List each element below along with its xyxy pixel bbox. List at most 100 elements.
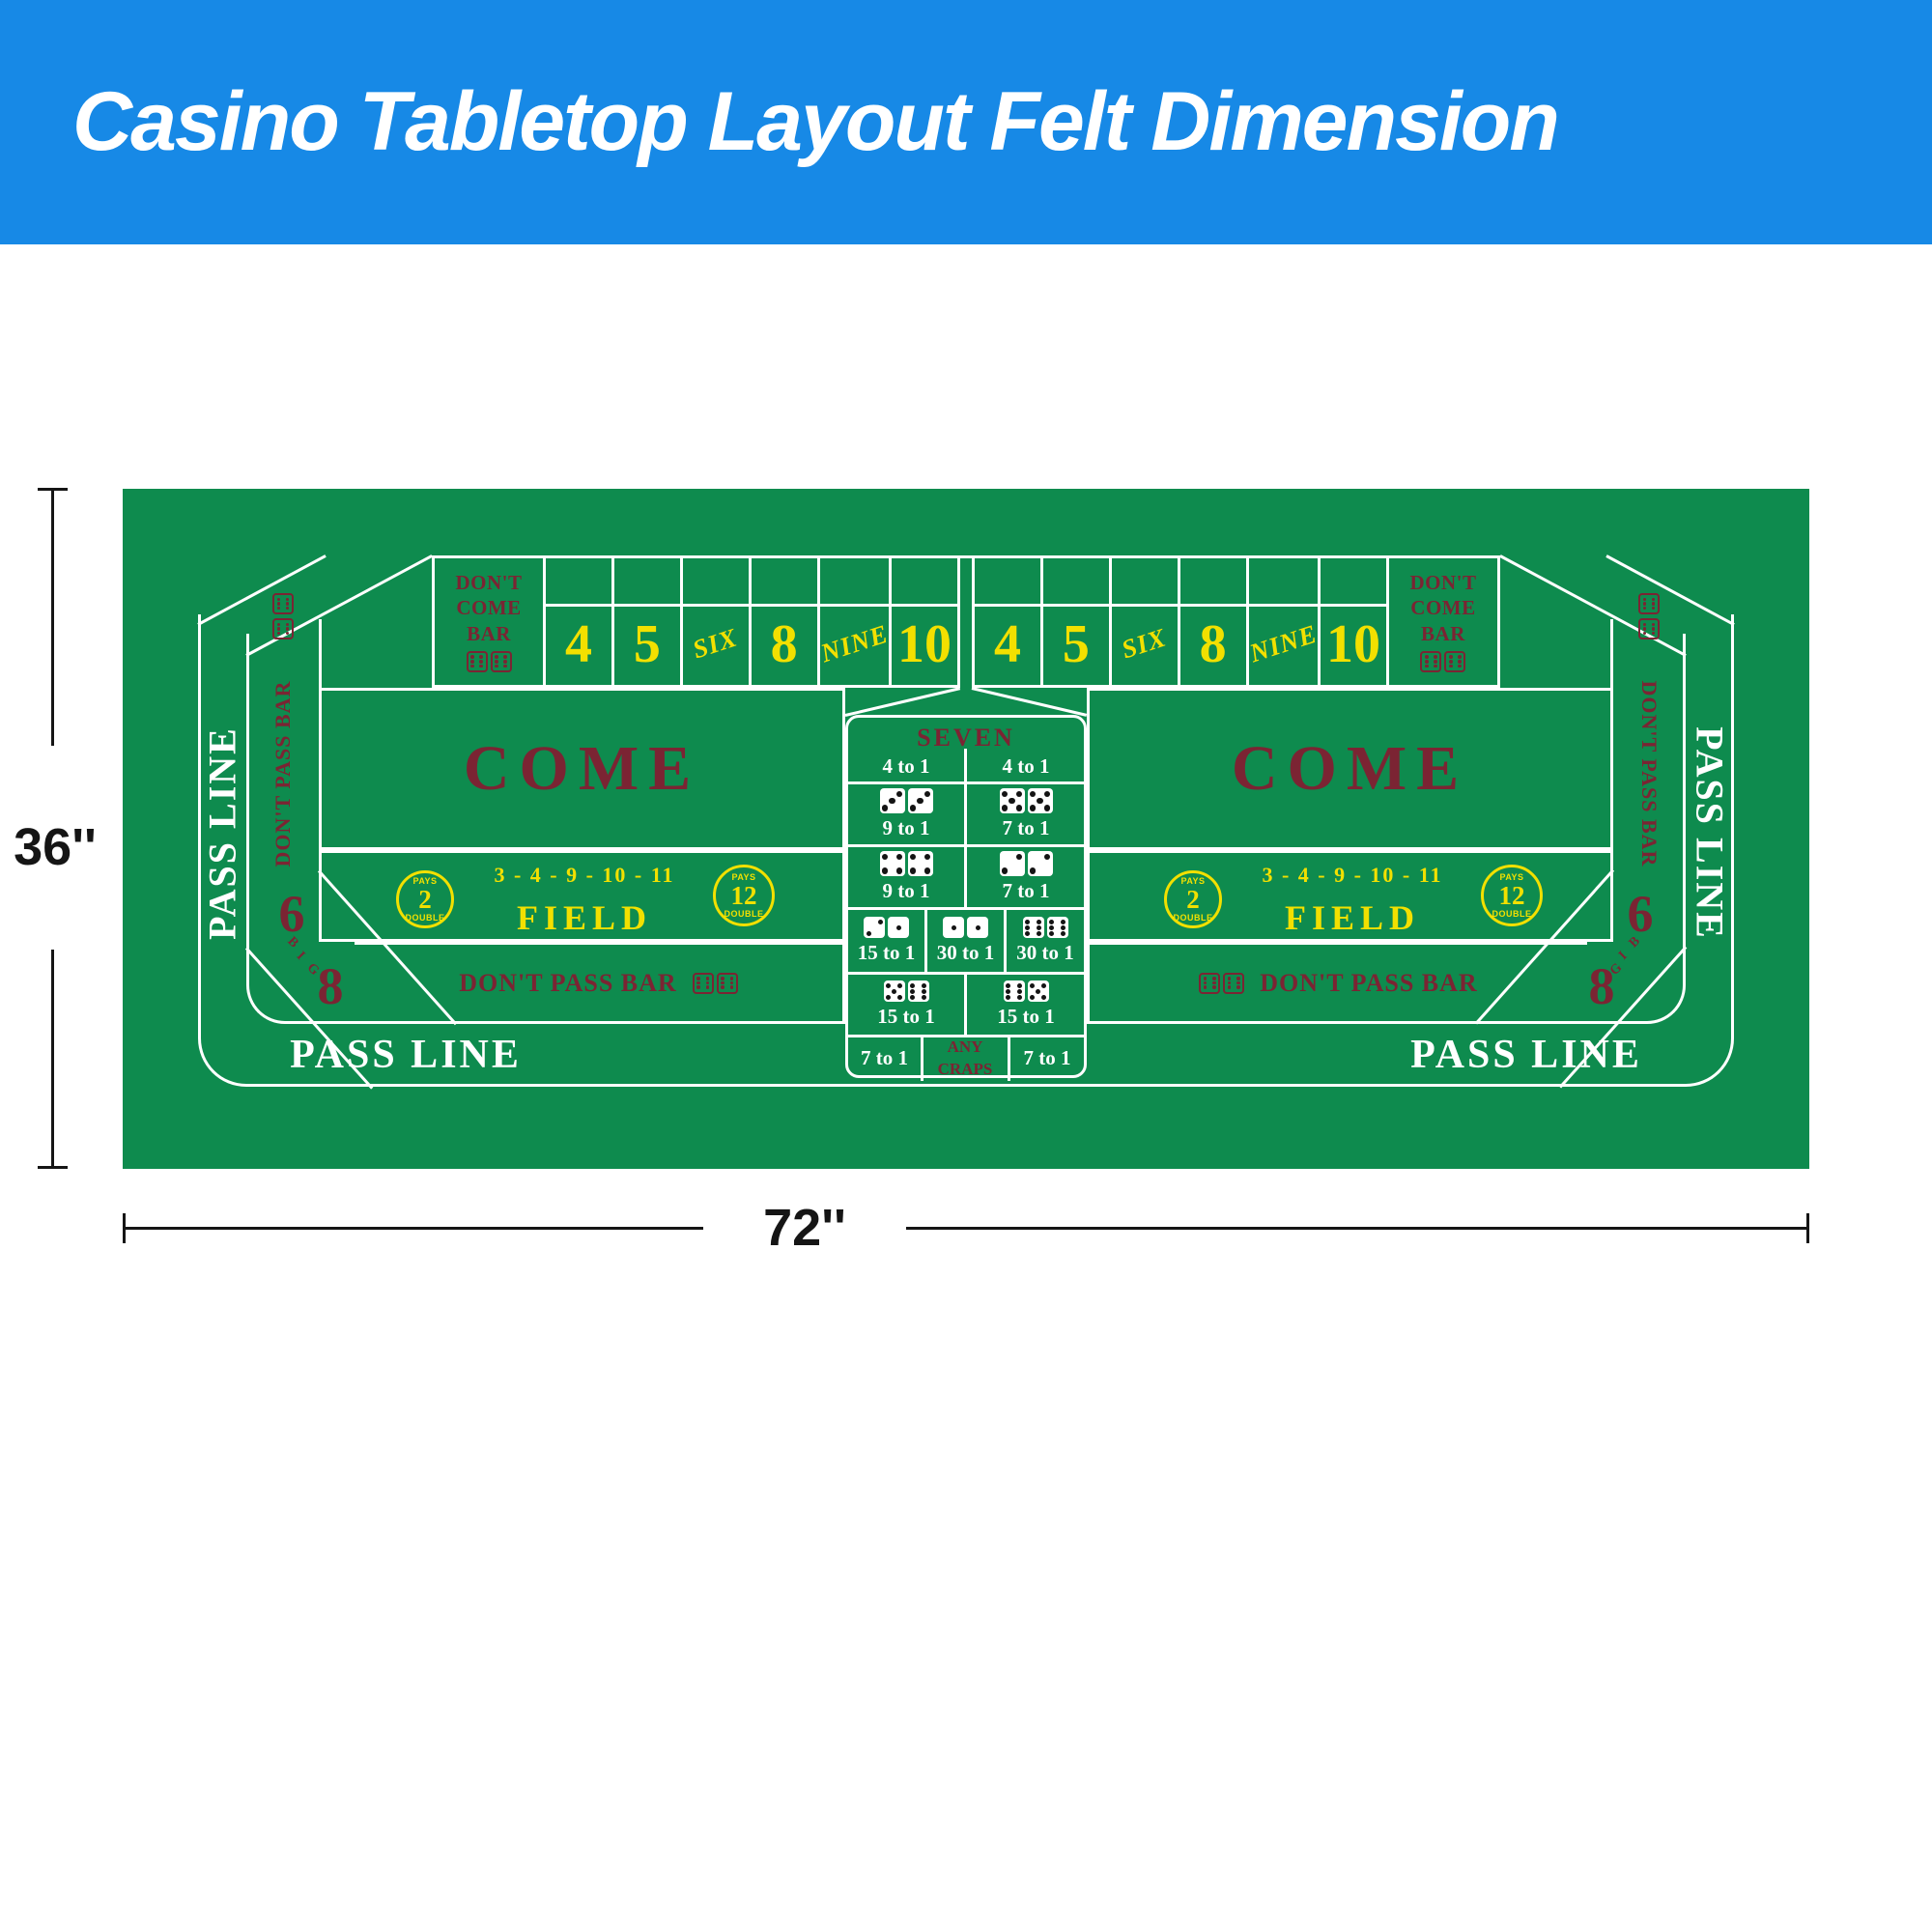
- felt-line: [964, 749, 967, 781]
- dimension-tick: [1806, 1213, 1809, 1243]
- odds-label: 4 to 1: [1002, 753, 1050, 778]
- die-icon: [888, 917, 909, 938]
- die-icon: [943, 917, 964, 938]
- dont-come-line2: COME: [1410, 596, 1476, 620]
- come-box-right: COME: [1087, 688, 1613, 850]
- die-icon: [907, 980, 929, 1002]
- pays-2-circle: PAYS 2 DOUBLE: [396, 870, 454, 928]
- pays-12-circle: PAYS 12 DOUBLE: [1481, 865, 1543, 926]
- page-title: Casino Tabletop Layout Felt Dimension: [72, 75, 1560, 168]
- odds-label: 15 to 1: [877, 1005, 935, 1028]
- felt-line: [848, 907, 1084, 910]
- dice-pair: [1022, 917, 1068, 938]
- felt-diagonal: [1605, 554, 1735, 626]
- pays-2-number: 2: [418, 884, 432, 914]
- pass-line-bottom-right-label: PASS LINE: [1410, 1033, 1642, 1077]
- number-label: 5: [633, 613, 661, 674]
- width-dimension-label: 72'': [763, 1199, 846, 1257]
- die-icon: [1444, 650, 1466, 672]
- dice-pair: [879, 788, 933, 813]
- seven-odds-cell: 4 to 1: [848, 751, 964, 781]
- pays-label: PAYS: [1499, 871, 1524, 882]
- pays-label: PAYS: [1180, 875, 1206, 886]
- dont-come-line2: COME: [456, 596, 522, 620]
- dont-come-line1: DON'T: [1409, 571, 1477, 595]
- felt-line: [1731, 614, 1734, 1035]
- die-icon: [879, 788, 905, 813]
- pays-12-number: 12: [730, 880, 757, 910]
- die-icon: [466, 650, 488, 672]
- felt-corner: [1647, 985, 1686, 1024]
- pass-line-bottom-left-label: PASS LINE: [290, 1033, 522, 1077]
- die-icon: [1027, 980, 1049, 1002]
- odds-label: 30 to 1: [936, 941, 995, 964]
- number-label: 5: [1062, 613, 1090, 674]
- felt-line: [1004, 907, 1007, 972]
- double-label: DOUBLE: [1173, 912, 1213, 923]
- number-cell-six: SIX: [683, 558, 752, 685]
- die-icon: [272, 593, 294, 614]
- felt-line: [319, 619, 322, 688]
- number-label: 4: [564, 613, 592, 674]
- double-label: DOUBLE: [405, 912, 445, 923]
- felt-line: [964, 972, 967, 1035]
- prop-bets-area: SEVEN 4 to 1 4 to 1 9 to 1: [845, 715, 1087, 1081]
- field-numbers: 3 - 4 - 9 - 10 - 11: [494, 863, 675, 887]
- die-icon: [1638, 593, 1660, 614]
- craps-cell: 15 to 1: [848, 910, 924, 972]
- eleven-cell: 15 to 1: [848, 975, 964, 1035]
- number-cell-six: SIX: [1112, 558, 1180, 685]
- pass-line-right-label: PASS LINE: [1688, 726, 1732, 940]
- craps-cell: 30 to 1: [1007, 910, 1084, 972]
- felt-corner: [198, 1035, 246, 1087]
- dont-come-line3: BAR: [1421, 621, 1465, 645]
- pays-12-circle: PAYS 12 DOUBLE: [713, 865, 775, 926]
- dont-come-bar-box: DON'T COME BAR: [435, 558, 546, 685]
- dimension-tick: [38, 488, 68, 491]
- die-icon: [1027, 788, 1053, 813]
- dice-pair: [999, 788, 1053, 813]
- hardway-cell: 7 to 1: [968, 784, 1084, 844]
- hardway-cell: 9 to 1: [848, 847, 964, 907]
- die-icon: [272, 618, 294, 639]
- dice-pair: [1199, 972, 1245, 994]
- felt-line: [964, 844, 967, 907]
- felt-line: [964, 781, 967, 844]
- any-craps-odds-cell: 7 to 1: [848, 1037, 921, 1078]
- craps-cell: 30 to 1: [927, 910, 1004, 972]
- felt-line: [975, 604, 1389, 607]
- felt-corner: [246, 985, 285, 1024]
- die-icon: [883, 980, 905, 1002]
- field-area-left: PAYS 2 DOUBLE 3 - 4 - 9 - 10 - 11 FIELD …: [319, 850, 845, 942]
- any-craps-line1: ANY: [947, 1037, 983, 1056]
- dice-pair: [883, 980, 929, 1002]
- hardway-cell: 7 to 1: [968, 847, 1084, 907]
- die-icon: [1420, 650, 1442, 672]
- odds-label: 15 to 1: [997, 1005, 1055, 1028]
- come-label: COME: [1231, 733, 1469, 804]
- die-icon: [1638, 618, 1660, 639]
- felt-line: [543, 604, 957, 607]
- pays-2-number: 2: [1186, 884, 1200, 914]
- any-craps-cell: ANY CRAPS: [923, 1037, 1007, 1078]
- big-eight-label: 8: [1588, 957, 1615, 1015]
- dimension-tick: [38, 1166, 68, 1169]
- dice-pair: [1420, 650, 1466, 672]
- odds-label: 9 to 1: [882, 816, 930, 839]
- pays-label: PAYS: [731, 871, 756, 882]
- die-icon: [907, 851, 933, 876]
- dont-pass-bar-label: DON'T PASS BAR: [459, 968, 677, 997]
- big-six-label: 6: [278, 885, 305, 943]
- double-label: DOUBLE: [724, 908, 764, 919]
- felt-line: [246, 1084, 1686, 1087]
- felt-diagonal: [197, 554, 327, 626]
- field-numbers: 3 - 4 - 9 - 10 - 11: [1262, 863, 1443, 887]
- odds-label: 7 to 1: [1023, 1045, 1071, 1069]
- felt-line: [960, 555, 972, 558]
- odds-label: 9 to 1: [882, 879, 930, 902]
- number-label: 8: [770, 613, 798, 674]
- big-eight-label: 8: [317, 957, 344, 1015]
- any-craps-line2: CRAPS: [937, 1059, 993, 1078]
- number-box-row-left: DON'T COME BAR 4 5 SIX 8 NINE 10: [432, 555, 960, 688]
